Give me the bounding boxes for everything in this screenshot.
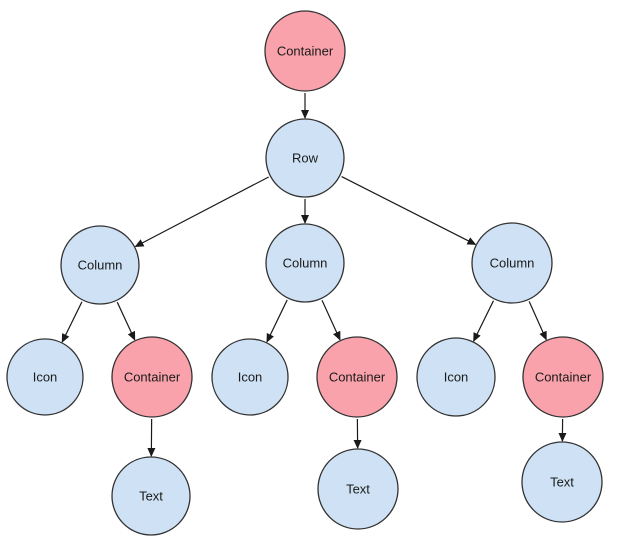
node-label-icon-right: Icon [444, 369, 469, 384]
tree-node-icon-right: Icon [416, 337, 496, 417]
tree-node-root: Container [264, 10, 346, 92]
edge-col-mid-to-icon-mid [266, 299, 288, 343]
node-label-cont-mid: Container [329, 369, 386, 384]
tree-node-row: Row [265, 118, 345, 198]
edge-row-to-col-right [341, 176, 477, 245]
node-circle-col-right [471, 222, 553, 304]
node-label-col-right: Column [490, 255, 535, 270]
node-label-icon-mid: Icon [238, 369, 263, 384]
node-label-col-left: Column [78, 257, 123, 272]
node-circle-text-left [111, 456, 191, 536]
tree-node-text-right: Text [521, 441, 603, 523]
node-circle-text-mid [317, 448, 399, 530]
tree-node-col-right: Column [471, 222, 553, 304]
tree-node-col-left: Column [60, 225, 140, 305]
node-circle-cont-mid [316, 336, 398, 418]
node-label-root: Container [277, 43, 334, 58]
edge-col-left-to-icon-left [61, 301, 83, 343]
node-circle-cont-right [522, 336, 604, 418]
node-circle-icon-left [6, 338, 84, 416]
edge-col-left-to-cont-left [116, 301, 136, 341]
node-circle-icon-right [416, 337, 496, 417]
node-label-text-left: Text [139, 488, 163, 503]
node-label-text-right: Text [550, 474, 574, 489]
tree-node-text-left: Text [111, 456, 191, 536]
node-circle-col-mid [265, 223, 345, 303]
tree-node-cont-right: Container [522, 336, 604, 418]
edge-col-right-to-icon-right [473, 300, 495, 342]
node-circle-root [264, 10, 346, 92]
node-circle-text-right [521, 441, 603, 523]
node-circle-icon-mid [211, 338, 289, 416]
tree-node-icon-left: Icon [6, 338, 84, 416]
tree-node-col-mid: Column [265, 223, 345, 303]
node-circle-col-left [60, 225, 140, 305]
tree-node-cont-mid: Container [316, 336, 398, 418]
node-label-cont-left: Container [124, 369, 181, 384]
edge-col-mid-to-cont-mid [321, 300, 341, 341]
node-label-cont-right: Container [535, 369, 592, 384]
edge-row-to-col-left [134, 176, 269, 248]
tree-node-text-mid: Text [317, 448, 399, 530]
node-label-row: Row [292, 150, 319, 165]
node-circle-row [265, 118, 345, 198]
node-label-col-mid: Column [283, 255, 328, 270]
node-circle-cont-left [111, 336, 193, 418]
node-label-text-mid: Text [346, 481, 370, 496]
tree-node-cont-left: Container [111, 336, 193, 418]
edge-col-right-to-cont-right [528, 301, 547, 341]
node-label-icon-left: Icon [33, 369, 58, 384]
tree-node-icon-mid: Icon [211, 338, 289, 416]
edges-layer [61, 93, 567, 458]
